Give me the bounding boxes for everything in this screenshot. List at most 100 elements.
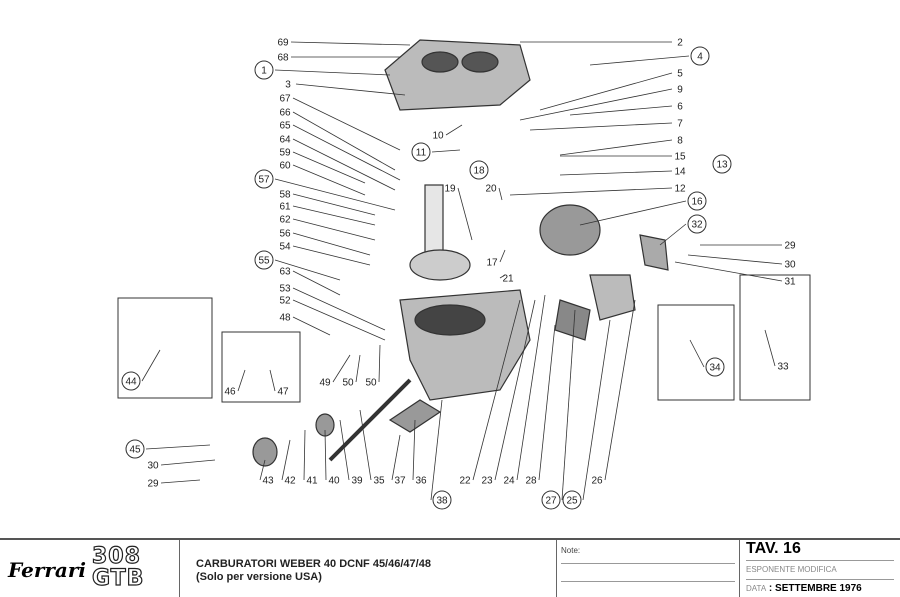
leader-line [292,299,386,341]
part-number: 38 [436,496,448,507]
leader-line [145,444,211,450]
part-number: 49 [319,378,331,389]
callout-58: 58 [279,190,376,216]
leader-line [378,344,381,383]
leader-line [764,329,776,367]
leader-line [269,369,276,392]
leader-line [292,316,331,336]
leader-line [355,354,361,383]
callout-33: 33 [764,329,789,373]
part-number: 21 [502,274,514,285]
leader-line [445,124,463,136]
leader-line [582,319,611,501]
leader-line [141,349,161,382]
part-number: 63 [279,267,291,278]
leader-line [324,429,327,481]
leader-line [259,459,266,481]
part-number: 2 [677,38,683,49]
callout-circle [125,439,145,459]
part-number: 64 [279,135,291,146]
leader-line [160,459,216,466]
callout-6: 6 [569,102,683,116]
leader-line [529,122,673,131]
callout-circle [712,154,732,174]
leader-line [472,299,521,481]
part-number: 46 [224,387,236,398]
leader-line [332,354,351,383]
callouts: 6968136766656459605758616256545563535248… [121,38,796,510]
leader-line [292,270,341,296]
leader-line [292,287,386,331]
leader-line [290,41,411,46]
callout-50: 50 [342,354,361,389]
part-number: 12 [674,184,686,195]
callout-36: 36 [412,419,427,487]
part-number: 29 [147,479,159,490]
callout-43: 43 [259,459,274,487]
leader-line [292,193,376,216]
part-number: 39 [351,476,363,487]
part-number: 28 [525,476,537,487]
sheet-subtitle: (Solo per versione USA) [196,571,322,583]
callout-34: 34 [689,339,725,377]
callout-57: 57 [254,169,396,211]
callout-circle [690,46,710,66]
part-number: 57 [258,175,270,186]
part-number: 68 [277,53,289,64]
date-label: DATA [746,584,767,593]
callout-54: 54 [279,242,371,266]
callout-10: 10 [432,124,463,142]
part-number: 45 [129,445,141,456]
callout-50: 50 [365,344,381,389]
part-number: 25 [566,496,578,507]
part-number: 10 [432,131,444,142]
part-number: 13 [716,160,728,171]
leader-line [559,170,673,176]
part-number: 35 [373,476,385,487]
part-number: 4 [697,52,703,63]
leader-line [237,369,246,392]
exploded-view-diagram: 6968136766656459605758616256545563535248… [117,38,811,510]
part-number: 3 [285,80,291,91]
part-number: 40 [328,476,340,487]
callout-52: 52 [279,296,386,341]
part-number: 30 [784,260,796,271]
leader-line [494,299,536,481]
part-number: 27 [545,496,557,507]
callout-26: 26 [591,299,636,487]
callout-63: 63 [279,267,341,296]
table-number: TAV. 16 [746,540,894,561]
leader-line [391,434,401,481]
revision-label: ESPONENTE MODIFICA [746,561,894,580]
callout-7: 7 [529,119,683,131]
callout-53: 53 [279,284,386,331]
part-number: 67 [279,94,291,105]
leader-line [303,429,306,481]
callout-38: 38 [430,399,452,510]
callout-20: 20 [485,184,503,201]
carburetor-drawing [252,39,669,467]
leader-line [579,200,687,226]
leader-line [499,249,506,263]
callout-68: 68 [277,53,400,64]
part-number: 17 [486,258,498,269]
callout-circle [705,357,725,377]
part-number: 54 [279,242,291,253]
callout-4: 4 [589,46,710,66]
callout-circle [469,160,489,180]
callout-2: 2 [520,38,683,49]
part-number: 6 [677,102,683,113]
part-number: 44 [125,377,137,388]
part-number: 14 [674,167,686,178]
part-number: 16 [691,197,703,208]
callout-39: 39 [339,419,363,487]
callout-circle [562,490,582,510]
callout-37: 37 [391,434,406,487]
leader-line [274,178,396,211]
callout-42: 42 [281,439,296,487]
part-number: 15 [674,152,686,163]
leader-line [160,479,201,484]
leader-line [589,55,690,66]
callout-24: 24 [503,294,546,487]
part-number: 42 [284,476,296,487]
